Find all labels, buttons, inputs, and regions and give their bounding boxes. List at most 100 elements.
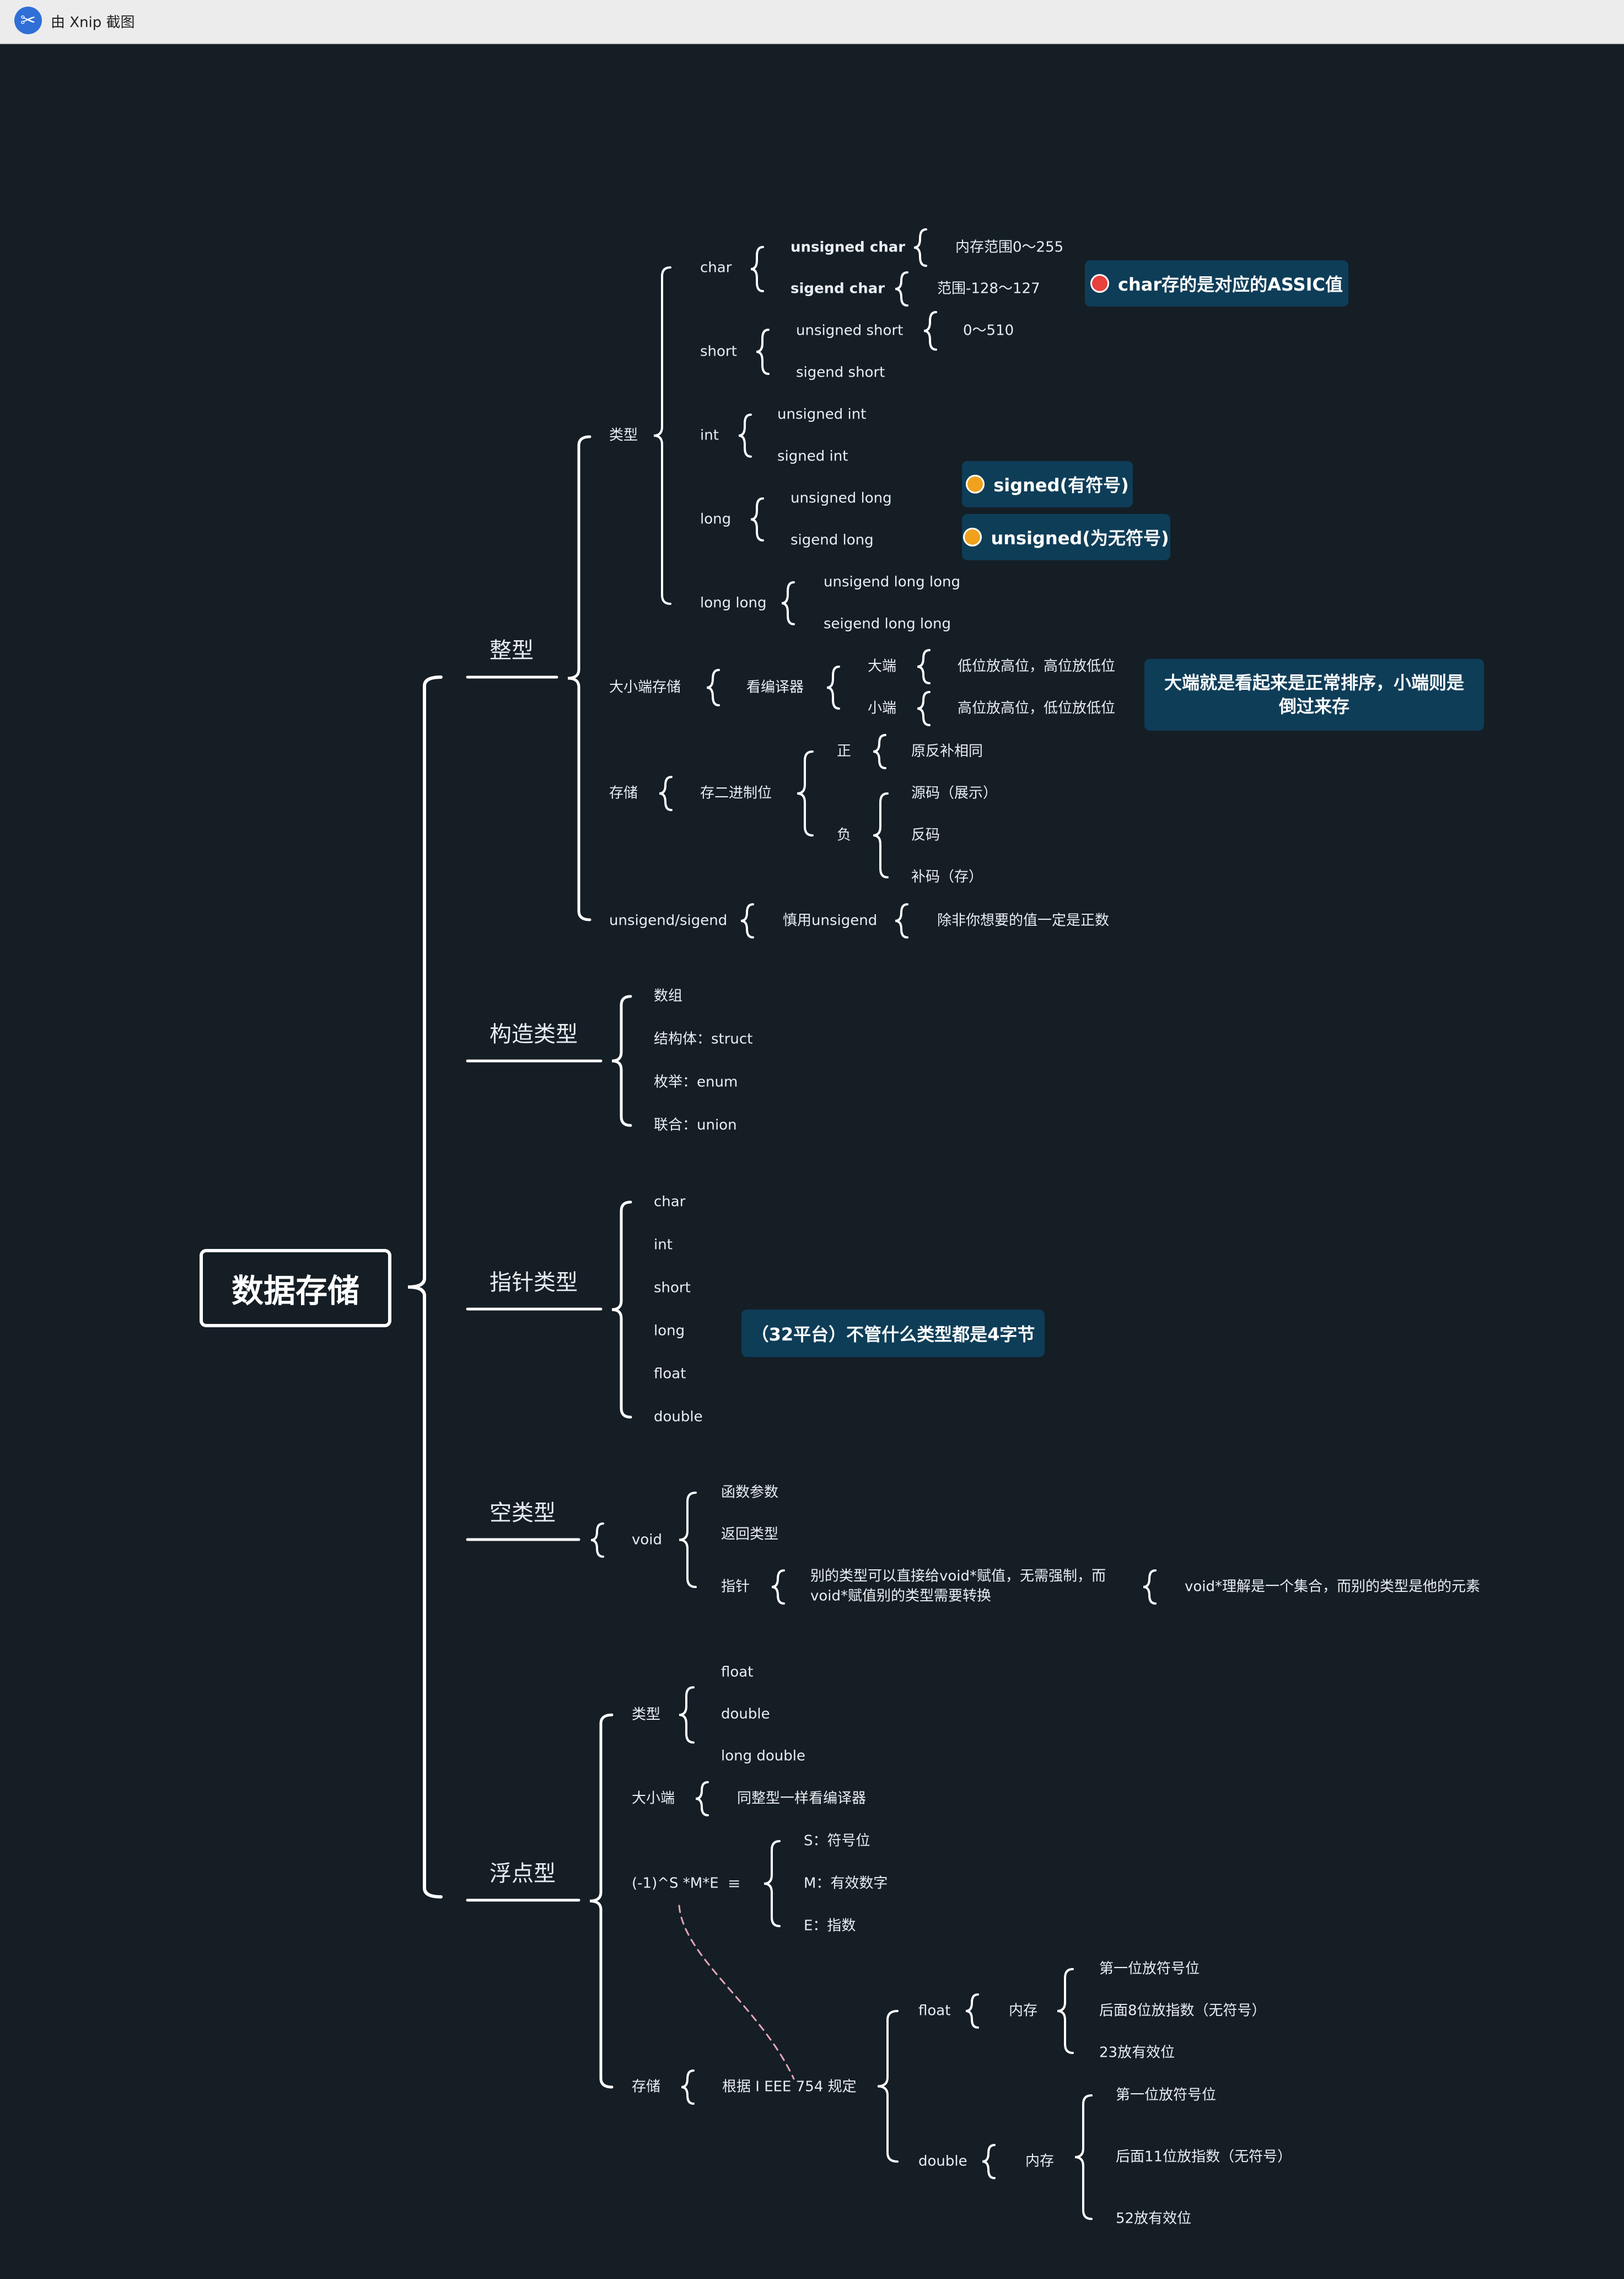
callout-endian-note[interactable]: 大端就是看起来是正常排序，小端则是倒过来存 [1144,659,1484,731]
float-type-long-double[interactable]: long double [721,1747,805,1765]
float-storage-node[interactable]: 存储 [632,2078,661,2095]
pointer-item-double[interactable]: double [654,1408,703,1425]
brace [1074,2094,1093,2220]
brace [917,691,931,726]
double-mantissa-bits[interactable]: 52放有效位 [1116,2210,1192,2227]
construct-item-union[interactable]: 联合：union [654,1117,737,1134]
float-sign-bit[interactable]: 第一位放符号位 [1099,1960,1200,1977]
category-construct[interactable]: 构造类型 [490,1022,578,1047]
float-memory-node[interactable]: 内存 [1009,2002,1038,2019]
double-sign-bit[interactable]: 第一位放符号位 [1116,2087,1217,2104]
brace [763,1840,781,1927]
void-return-type[interactable]: 返回类型 [721,1526,779,1543]
brace [611,995,632,1127]
short-node[interactable]: short [700,343,737,360]
big-endian-node[interactable]: 大端 [868,658,897,675]
notes-icon[interactable]: ≡ [728,1874,741,1893]
float-storage-float[interactable]: float [918,2002,951,2019]
callout-char-ascii[interactable]: char存的是对应的ASSIC值 [1085,260,1348,307]
brace [589,1713,614,2089]
unsigned-int-node[interactable]: unsigned int [777,406,867,423]
void-pointer-desc-line2[interactable]: void*赋值别的类型需要转换 [810,1588,992,1605]
pointer-item-char[interactable]: char [654,1193,686,1210]
pointer-item-int[interactable]: int [654,1236,673,1253]
double-memory-node[interactable]: 内存 [1025,2153,1055,2170]
float-endian-node[interactable]: 大小端 [632,1790,675,1807]
window-title: 由 Xnip 截图 [51,14,135,31]
storage-binary-node[interactable]: 存二进制位 [700,785,772,802]
signed-long-node[interactable]: sigend long [791,532,874,549]
signed-short-node[interactable]: sigend short [796,364,885,381]
float-type-float[interactable]: float [721,1664,754,1681]
float-e-bit[interactable]: E：指数 [804,1917,856,1934]
brace [895,271,908,307]
construct-item-enum[interactable]: 枚举：enum [654,1074,738,1091]
little-endian-node[interactable]: 小端 [868,700,897,717]
long-long-node[interactable]: long long [700,594,767,612]
pointer-item-float[interactable]: float [654,1365,686,1382]
float-storage-double[interactable]: double [918,2153,967,2170]
int-types-label[interactable]: 类型 [609,427,638,444]
int-node[interactable]: int [700,427,719,444]
root-node[interactable]: 数据存储 [200,1249,391,1327]
char-node[interactable]: char [700,259,732,276]
brace [407,675,443,1899]
float-types-label[interactable]: 类型 [632,1706,661,1723]
use-unsigned-node[interactable]: 慎用unsigend [783,912,878,929]
twos-complement-node[interactable]: 补码（存） [911,868,983,886]
unsigned-signed-node[interactable]: unsigend/sigend [609,912,728,929]
construct-item-struct[interactable]: 结构体：struct [654,1031,753,1048]
double-exp-bits[interactable]: 后面11位放指数（无符号） [1116,2148,1292,2165]
float-ieee-rule[interactable]: 根据 I EEE 754 规定 [722,2078,857,2095]
ones-complement-node[interactable]: 反码 [911,827,940,844]
callout-pointer-size[interactable]: （32平台）不管什么类型都是4字节 [741,1310,1045,1357]
float-exp-bits[interactable]: 后面8位放指数（无符号） [1099,2002,1266,2019]
positive-desc[interactable]: 原反补相同 [911,743,983,760]
pointer-item-long[interactable]: long [654,1322,685,1339]
unsigned-short-node[interactable]: unsigned short [796,322,904,339]
float-s-bit[interactable]: S：符号位 [804,1832,870,1849]
callout-signed[interactable]: signed(有符号) [962,461,1133,507]
brace [740,903,754,939]
big-endian-desc[interactable]: 低位放高位，高位放低位 [958,658,1116,675]
float-formula-node[interactable]: (-1)^S *M*E [632,1875,719,1892]
void-func-params[interactable]: 函数参数 [721,1484,779,1501]
category-float[interactable]: 浮点型 [490,1861,556,1886]
brace [965,1993,979,2029]
signed-char-node[interactable]: sigend char [791,280,885,297]
float-m-bit[interactable]: M：有效数字 [804,1875,888,1892]
pointer-item-short[interactable]: short [654,1279,691,1296]
float-mantissa-bits[interactable]: 23放有效位 [1099,2044,1175,2061]
original-code-node[interactable]: 源码（展示） [911,785,998,802]
float-type-double[interactable]: double [721,1706,770,1723]
void-node[interactable]: void [632,1531,663,1548]
unsigned-short-range[interactable]: 0～510 [963,322,1014,339]
void-pointer-node[interactable]: 指针 [721,1578,750,1595]
brace [750,246,764,292]
signed-long-long-node[interactable]: seigend long long [824,615,951,632]
brace [706,669,720,706]
void-pointer-note[interactable]: void*理解是一个集合，而别的类型是他的元素 [1185,1578,1481,1595]
callout-unsigned[interactable]: unsigned(为无符号) [962,514,1170,560]
void-pointer-desc-line1[interactable]: 别的类型可以直接给void*赋值，无需强制，而 [810,1568,1106,1585]
little-endian-desc[interactable]: 高位放高位，低位放低位 [958,700,1116,717]
long-node[interactable]: long [700,511,732,528]
unsigned-char-node[interactable]: unsigned char [791,239,906,256]
storage-node[interactable]: 存储 [609,785,638,802]
negative-node[interactable]: 负 [837,827,852,844]
endian-compiler-node[interactable]: 看编译器 [746,679,804,696]
use-unsigned-desc[interactable]: 除非你想要的值一定是正数 [937,912,1110,929]
endian-storage-node[interactable]: 大小端存储 [609,679,681,696]
construct-item-array[interactable]: 数组 [654,988,683,1005]
category-pointer[interactable]: 指针类型 [490,1270,578,1295]
callout-unsigned-text: unsigned(为无符号) [991,528,1169,549]
unsigned-long-node[interactable]: unsigned long [791,490,892,507]
float-endian-desc[interactable]: 同整型一样看编译器 [737,1790,867,1807]
signed-char-range[interactable]: 范围-128～127 [937,280,1040,297]
category-int[interactable]: 整型 [490,638,534,663]
signed-int-node[interactable]: signed int [777,448,848,465]
category-void[interactable]: 空类型 [490,1500,556,1526]
positive-node[interactable]: 正 [837,743,852,760]
unsigned-char-range[interactable]: 内存范围0～255 [955,239,1064,256]
unsigned-long-long-node[interactable]: unsigend long long [824,573,960,591]
